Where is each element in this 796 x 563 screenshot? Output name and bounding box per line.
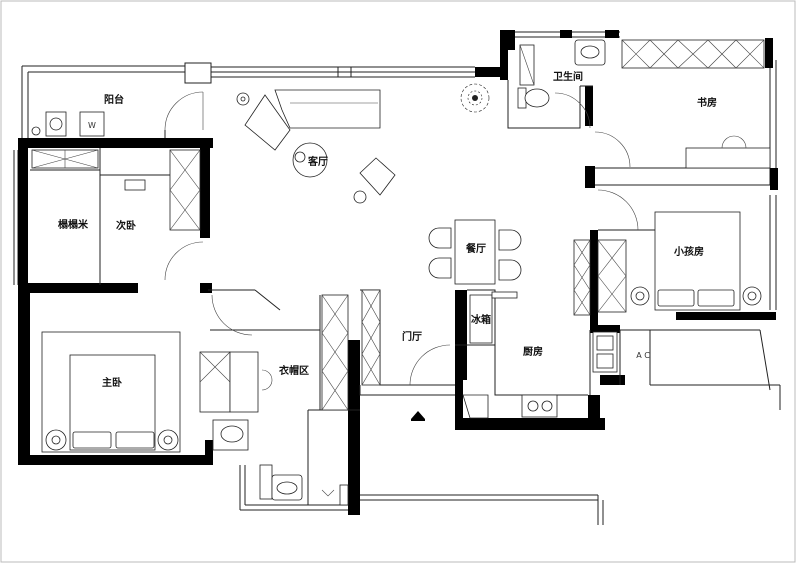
label-foyer: 门厅 — [402, 330, 422, 343]
label-living: 客厅 — [307, 155, 328, 168]
wardrobe-second — [169, 149, 201, 231]
study-desk — [685, 147, 771, 169]
toilet-master — [220, 425, 244, 443]
toilet-top — [524, 88, 550, 108]
entry-arrow-icon — [411, 411, 425, 419]
label-tatami: 榻榻米 — [58, 218, 89, 231]
fridge-box — [469, 294, 493, 344]
dining-table — [454, 219, 496, 285]
label-fridge: 冰箱 — [471, 313, 491, 326]
label-study: 书房 — [697, 96, 717, 109]
washer-icon — [79, 111, 105, 137]
washer-label: W — [88, 121, 96, 130]
label-second-bedroom: 次卧 — [116, 219, 136, 232]
label-kitchen: 厨房 — [523, 345, 543, 358]
label-kids-room: 小孩房 — [673, 245, 704, 258]
label-master: 主卧 — [102, 376, 122, 389]
furniture: W — [31, 39, 771, 506]
coffee-table — [292, 142, 328, 178]
label-bathroom: 卫生间 — [553, 70, 583, 83]
sofa — [244, 89, 381, 151]
room-labels: 阳台 客厅 榻榻米 次卧 卫生间 书房 餐厅 小孩房 冰箱 门厅 厨房 主卧 衣… — [58, 70, 717, 389]
label-balcony: 阳台 — [104, 93, 124, 106]
label-dining: 餐厅 — [465, 242, 486, 255]
kids-wardrobe — [597, 239, 627, 313]
label-ac: A C — [636, 351, 650, 360]
vanity-cabinet — [199, 351, 231, 413]
stove — [521, 394, 558, 418]
door-swings — [164, 91, 639, 386]
walls — [18, 30, 778, 515]
label-cloakroom: 衣帽区 — [279, 364, 309, 377]
plant-icon — [460, 83, 490, 113]
armchair — [359, 157, 396, 196]
